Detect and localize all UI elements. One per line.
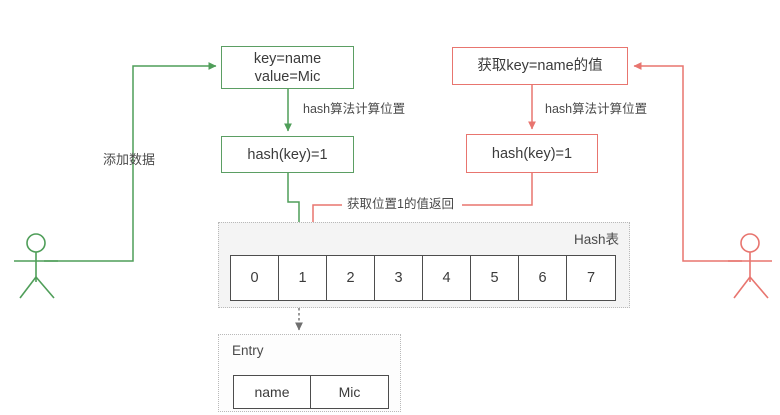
- get-value-request-box: 获取key=name的值: [452, 47, 628, 85]
- entry-value-cell: Mic: [338, 384, 361, 400]
- hash-cell[interactable]: 6: [519, 256, 567, 300]
- hash-cell[interactable]: 2: [327, 256, 375, 300]
- hash-cell[interactable]: 5: [471, 256, 519, 300]
- read-hash-algorithm-label: hash算法计算位置: [545, 102, 648, 116]
- producer-actor-figure: [14, 233, 58, 299]
- write-hash-result-box: hash(key)=1: [221, 136, 354, 173]
- key-value-input-box: key=name value=Mic: [221, 46, 354, 89]
- entry-panel: Entry name Mic: [218, 334, 401, 412]
- wire-red-return-right: [462, 173, 533, 206]
- entry-key-cell: name: [234, 376, 311, 408]
- write-hash-algorithm-label: hash算法计算位置: [303, 102, 406, 116]
- wire-get-request: [633, 62, 742, 262]
- hash-table-cells: 0 1 2 3 4 5 6 7: [230, 255, 616, 301]
- hash-cell[interactable]: 0: [231, 256, 279, 300]
- hash-cell[interactable]: 1: [279, 256, 327, 300]
- read-hash-result-box: hash(key)=1: [466, 134, 598, 173]
- consumer-actor-figure: [728, 233, 772, 299]
- entry-title: Entry: [232, 343, 264, 358]
- hash-table-panel: Hash表 0 1 2 3 4 5 6 7: [218, 222, 630, 308]
- hash-table-title: Hash表: [573, 232, 619, 247]
- hash-cell[interactable]: 7: [567, 256, 615, 300]
- wire-add-data: [44, 62, 217, 262]
- hash-cell[interactable]: 3: [375, 256, 423, 300]
- return-value-label: 获取位置1的值返回: [345, 197, 456, 211]
- add-data-label: 添加数据: [103, 152, 156, 167]
- hash-cell[interactable]: 4: [423, 256, 471, 300]
- entry-row: name Mic: [233, 375, 389, 409]
